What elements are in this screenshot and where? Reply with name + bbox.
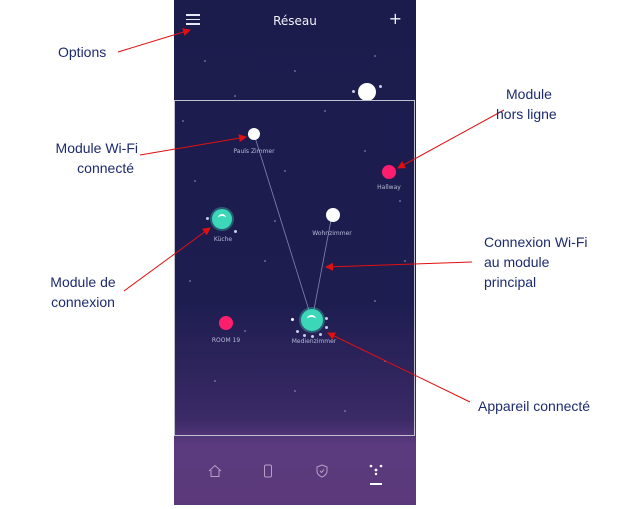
connected-device-dot	[291, 318, 294, 321]
annotation-line: Connexion Wi-Fi	[484, 234, 588, 250]
module-room-19[interactable]	[219, 316, 233, 330]
hamburger-line	[186, 23, 200, 25]
annotation-line: connecté	[77, 160, 134, 176]
annotation-offline: Module hors ligne	[496, 84, 557, 124]
module-label: ROOM 19	[211, 337, 241, 344]
star	[189, 280, 191, 282]
link-pauls-medienzimmer	[253, 133, 313, 321]
phone-icon[interactable]	[260, 463, 276, 479]
star	[244, 330, 246, 332]
annotation-line: Module de	[50, 274, 116, 290]
annotation-line: hors ligne	[496, 106, 557, 122]
home-icon[interactable]	[207, 463, 223, 479]
hamburger-line	[186, 18, 200, 21]
annotation-line: Module	[506, 86, 552, 102]
annotation-wifi-link: Connexion Wi-Fi au module principal	[484, 232, 587, 292]
arrow-wifi-link	[325, 261, 473, 271]
active-tab-indicator	[370, 483, 382, 485]
link-wohnzimmer-medienzimmer	[311, 214, 333, 321]
star	[344, 410, 346, 412]
module-hallway[interactable]	[382, 165, 396, 179]
wifi-icon	[307, 315, 316, 323]
connected-device-dot	[325, 317, 328, 320]
arrow-gateway	[123, 227, 211, 292]
network-icon[interactable]	[368, 463, 384, 479]
star	[324, 110, 326, 112]
annotation-line: principal	[484, 274, 537, 290]
arrow-options	[117, 28, 191, 53]
star	[274, 220, 276, 222]
star	[294, 70, 296, 72]
star	[294, 390, 296, 392]
star	[374, 55, 376, 57]
annotation-wifi-module: Module Wi-Fi connecté	[14, 138, 138, 178]
module-dot	[379, 85, 382, 88]
module-label: Wohnzimmer	[312, 230, 352, 237]
arrow-wifi-module	[139, 134, 247, 156]
module-label: Hallway	[377, 184, 401, 191]
network-links	[253, 133, 333, 321]
module-dot	[352, 90, 355, 93]
shield-icon[interactable]	[314, 463, 330, 479]
menu-button[interactable]	[186, 14, 200, 28]
module-dot	[234, 230, 237, 233]
annotation-line: Module Wi-Fi	[55, 140, 138, 156]
star	[374, 300, 376, 302]
module-dot	[206, 217, 209, 220]
star	[404, 260, 406, 262]
phone-screen: Réseau + Pauls Zimmer Hallway Küche Wohn…	[174, 0, 416, 505]
star	[264, 260, 266, 262]
arrow-device	[327, 332, 471, 403]
module-label: Pauls Zimmer	[233, 148, 275, 155]
module-wohnzimmer[interactable]	[326, 208, 340, 222]
module-label: Küche	[213, 236, 233, 243]
star	[204, 60, 206, 62]
star	[182, 120, 184, 122]
connected-device-dot	[296, 330, 299, 333]
star	[234, 95, 236, 97]
star	[364, 150, 366, 152]
app-header: Réseau +	[174, 0, 416, 44]
connected-device-dot	[319, 333, 322, 336]
annotation-options: Options	[58, 44, 107, 60]
star	[194, 180, 196, 182]
star	[284, 170, 286, 172]
annotation-line: au module	[484, 254, 550, 270]
module-label: Medienzimmer	[291, 338, 337, 345]
annotation-device: Appareil connecté	[478, 398, 591, 414]
module-top[interactable]	[358, 83, 376, 101]
hamburger-line	[186, 14, 200, 16]
annotation-gateway: Module de connexion	[44, 272, 122, 312]
arrow-offline	[397, 109, 505, 169]
connected-device-dot	[303, 334, 306, 337]
connected-device-dot	[325, 326, 328, 329]
connected-device-dot	[311, 335, 314, 338]
page-title: Réseau	[273, 14, 317, 28]
star	[399, 200, 401, 202]
annotation-line: connexion	[51, 294, 115, 310]
module-pauls-zimmer[interactable]	[248, 128, 260, 140]
add-button[interactable]: +	[388, 9, 402, 28]
wifi-icon	[218, 214, 226, 222]
star	[214, 380, 216, 382]
